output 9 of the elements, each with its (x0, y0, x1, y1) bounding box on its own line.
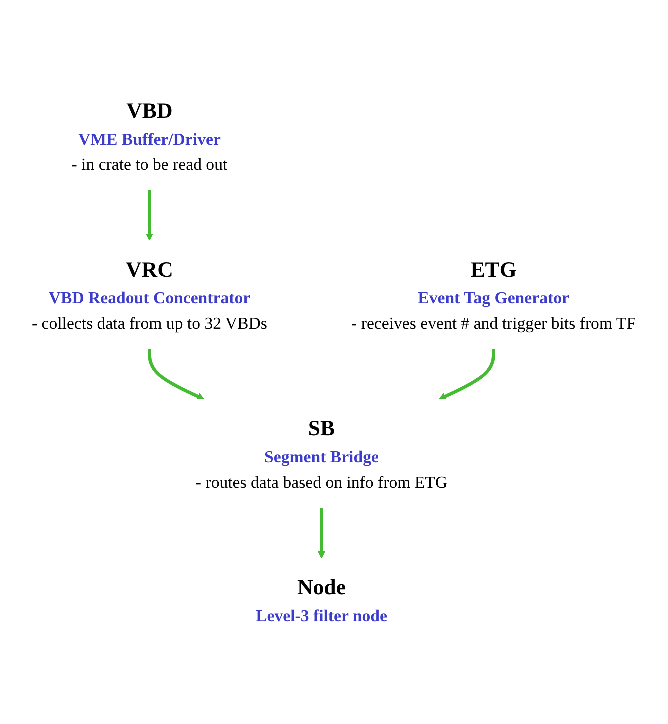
node-text: VRC VBD Readout Concentrator - collects data from up to 32 VBDs (32, 258, 268, 334)
arrow (146, 190, 154, 242)
node-text: VBD VME Buffer/Driver - in crate to be read out (72, 98, 228, 175)
node-text: SB Segment Bridge - routes data based on info from ETG (196, 416, 448, 492)
node-text: Node Level-3 filter node (256, 576, 388, 626)
node-text: ETG Event Tag Generator - receives event # and trigger bits from TF (352, 258, 636, 334)
arrow (438, 349, 496, 400)
arrow (148, 349, 205, 400)
arrow (318, 508, 326, 560)
